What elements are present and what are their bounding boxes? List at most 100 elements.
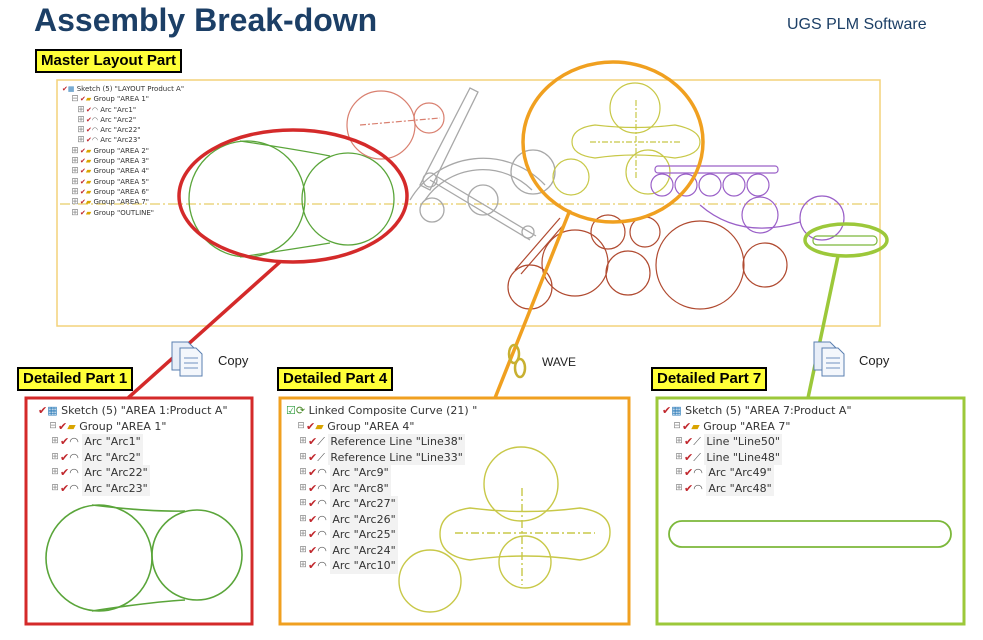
tree-node[interactable]: ⊞✔◠ Arc "Arc2" [77,114,137,125]
tree-label: Arc "Arc23" [100,136,141,145]
tree-label: Group "AREA 1" [93,95,150,104]
tree-node[interactable]: ⊞✔◠ Arc "Arc2" [51,449,143,466]
zoom-ellipse-area1 [177,128,409,264]
tree-label: Group "OUTLINE" [93,208,155,217]
tree-node[interactable]: ⊞✔◠ Arc "Arc25" [299,527,398,543]
tree-label: Arc "Arc27" [330,496,398,512]
master-gray-curves [409,87,556,241]
tree-node[interactable]: ⊟✔▰ Group "AREA 7" [673,419,791,433]
tree-node[interactable]: ⊞✔◠ Arc "Arc8" [299,480,391,497]
tree-node[interactable]: ⊞✔⟋ Line "Line48" [675,449,782,466]
tree-node[interactable]: ⊞✔◠ Arc "Arc22" [51,465,150,481]
tree-node[interactable]: ⊞✔⟋ Line "Line50" [675,434,782,450]
tree-node[interactable]: ✔▦ Sketch (5) "AREA 1:Product A" [38,404,228,418]
tree-label: Group "AREA 2" [93,146,150,155]
tree-node[interactable]: ✔▦ Sketch (5) "LAYOUT Product A" [62,85,185,93]
tree-label: Arc "Arc25" [330,527,398,543]
zoom-ellipse-area7 [803,222,889,258]
master-part-navigator: ✔▦ Sketch (5) "LAYOUT Product A" ⊟✔▰ Gro… [62,84,184,218]
tree-label: Group "AREA 1" [79,419,167,433]
tree-label: Group "AREA 4" [93,167,150,176]
tree-node[interactable]: ⊞✔◠ Arc "Arc10" [299,558,398,574]
tree-label: Group "AREA 3" [93,157,150,166]
tree-node[interactable]: ⊟✔▰ Group "AREA 1" [71,94,150,105]
master-area4-curves [552,82,701,196]
master-salmon-curves [346,90,445,160]
tree-label: Linked Composite Curve (21) " [308,404,478,418]
tree-node[interactable]: ⊞✔◠ Arc "Arc1" [77,104,137,115]
tree-label: Sketch (5) "AREA 1:Product A" [61,404,228,418]
tree-node[interactable]: ⊟✔▰ Group "AREA 1" [49,419,167,433]
tree-node[interactable]: ⊞✔◠ Arc "Arc23" [77,135,141,146]
tree-node[interactable]: ⊞✔▰ Group "AREA 7" [71,197,150,208]
tree-node[interactable]: ⊞✔▰ Group "AREA 5" [71,176,150,187]
tree-node[interactable]: ⊞✔◠ Arc "Arc9" [299,465,391,481]
tree-node[interactable]: ⊞✔◠ Arc "Arc27" [299,496,398,512]
detail-part1-curves [45,504,243,612]
tree-label: Line "Line48" [704,449,782,466]
tree-label: Sketch (5) "LAYOUT Product A" [76,85,185,93]
tree-label: Line "Line50" [704,434,782,450]
tree-node[interactable]: ⊞✔◠ Arc "Arc26" [299,511,398,528]
part7-navigator: ✔▦ Sketch (5) "AREA 7:Product A" ⊟✔▰ Gro… [662,403,852,497]
connector-area1 [126,260,282,400]
operation-wave: WAVE [542,355,577,369]
tree-label: Sketch (5) "AREA 7:Product A" [685,404,852,418]
tree-node[interactable]: ⊞✔◠ Arc "Arc22" [77,125,141,136]
tree-node[interactable]: ⊞✔◠ Arc "Arc49" [675,465,774,481]
vendor-name: UGS PLM Software [787,16,927,33]
tree-label: Arc "Arc23" [82,480,150,497]
tree-label: Arc "Arc1" [82,434,143,450]
tree-label: Arc "Arc8" [330,480,391,497]
tree-label: Arc "Arc2" [82,449,143,466]
master-purple-curves [650,165,845,241]
copy-icon [171,341,203,377]
tree-label: Arc "Arc22" [100,126,141,135]
tree-label: Arc "Arc24" [330,542,398,559]
tree-label: Arc "Arc26" [330,511,398,528]
tree-label: Arc "Arc1" [100,105,137,114]
operation-copy-2: Copy [859,353,890,368]
tree-node[interactable]: ⊟✔▰ Group "AREA 4" [297,419,415,433]
tree-label: Arc "Arc48" [706,480,774,497]
operation-copy-1: Copy [218,353,249,368]
tree-node[interactable]: ⊞✔▰ Group "AREA 6" [71,186,150,197]
tree-label: Group "AREA 5" [93,177,150,186]
tree-node[interactable]: ⊞✔◠ Arc "Arc23" [51,480,150,497]
part1-navigator: ✔▦ Sketch (5) "AREA 1:Product A" ⊟✔▰ Gro… [38,403,228,497]
tree-node[interactable]: ⊞✔▰ Group "AREA 4" [71,166,150,177]
master-area1-curves [188,140,395,258]
tree-node[interactable]: ⊞✔◠ Arc "Arc48" [675,480,774,497]
label-detailed-part-1: Detailed Part 1 [17,367,134,391]
tree-label: Group "AREA 7" [703,419,791,433]
tree-node[interactable]: ☑⟳ Linked Composite Curve (21) " [286,404,478,418]
label-detailed-part-7: Detailed Part 7 [651,367,768,391]
tree-label: Arc "Arc49" [706,465,774,481]
tree-node[interactable]: ⊞✔▰ Group "AREA 2" [71,145,150,156]
tree-label: Group "AREA 6" [93,187,150,196]
tree-node[interactable]: ✔▦ Sketch (5) "AREA 7:Product A" [662,404,852,418]
tree-node[interactable]: ⊞✔◠ Arc "Arc1" [51,434,143,450]
tree-label: Arc "Arc22" [82,465,150,481]
tree-node[interactable]: ⊞✔◠ Arc "Arc24" [299,542,398,559]
page-title: Assembly Break-down [34,2,378,38]
detail-part7-slot [668,520,952,548]
tree-label: Group "AREA 4" [327,419,415,433]
connector-area7 [806,255,840,399]
tree-label: Arc "Arc2" [100,115,137,124]
tree-node[interactable]: ⊞✔▰ Group "OUTLINE" [71,207,155,218]
tree-node[interactable]: ⊞✔⟋ Reference Line "Line33" [299,449,465,466]
detail-part4-curves [398,446,611,613]
master-layout-frame [56,79,881,327]
tree-node[interactable]: ⊞✔▰ Group "AREA 3" [71,156,150,167]
tree-label: Arc "Arc9" [330,465,391,481]
copy-icon [813,341,845,377]
wave-link-icon [507,343,527,379]
connector-area4 [493,209,572,399]
part4-navigator: ☑⟳ Linked Composite Curve (21) " ⊟✔▰ Gro… [286,403,477,574]
tree-label: Arc "Arc10" [330,558,398,574]
zoom-ellipse-area4 [521,60,705,224]
tree-label: Group "AREA 7" [93,198,150,207]
tree-label: Reference Line "Line38" [328,434,465,450]
tree-node[interactable]: ⊞✔⟋ Reference Line "Line38" [299,434,465,450]
